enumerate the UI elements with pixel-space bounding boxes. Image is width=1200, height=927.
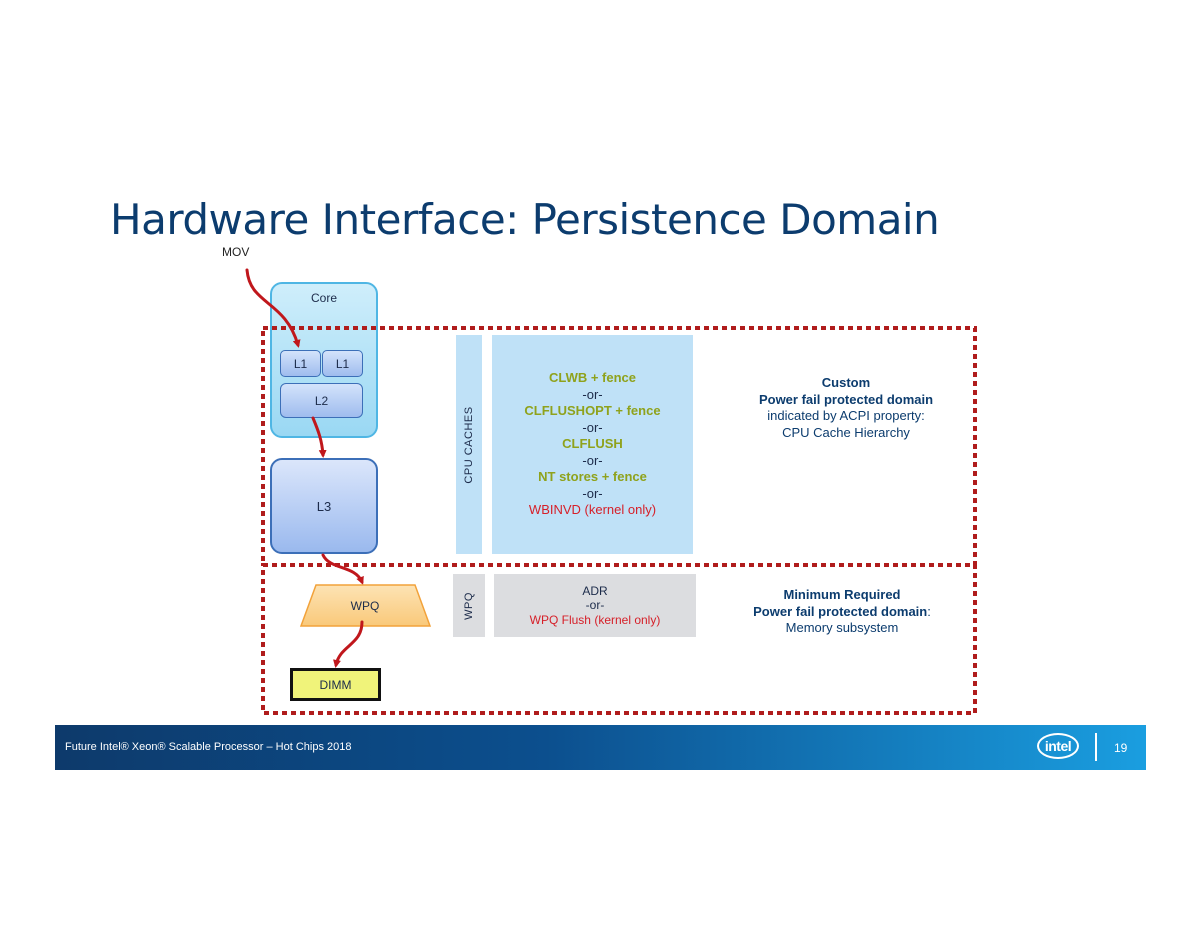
custom-domain-detail: indicated by ACPI property:	[767, 408, 925, 423]
method-adr: ADR	[582, 583, 608, 598]
page-title: Hardware Interface: Persistence Domain	[110, 195, 940, 244]
l3-cache-box: L3	[270, 458, 378, 554]
method-wpq-flush: WPQ Flush (kernel only)	[529, 612, 661, 627]
l1-cache-box-b: L1	[322, 350, 363, 377]
minimum-domain-colon: :	[927, 603, 931, 619]
minimum-domain-description: Minimum Required Power fail protected do…	[722, 587, 962, 637]
cpu-caches-label: CPU CACHES	[463, 405, 475, 484]
custom-domain-heading: Custom	[821, 375, 871, 390]
wpq-strip: WPQ	[453, 574, 485, 637]
custom-domain-detail: CPU Cache Hierarchy	[782, 424, 910, 440]
l2-cache-box: L2	[280, 383, 363, 418]
minimum-domain-subheading: Power fail protected domain	[753, 603, 928, 619]
wpq-box: WPQ	[299, 584, 432, 627]
wpq-trapezoid	[299, 584, 432, 627]
mov-label: MOV	[222, 245, 250, 259]
intel-logo: intel	[1037, 733, 1079, 759]
page-number: 19	[1114, 741, 1128, 755]
method-wbinvd: WBINVD (kernel only)	[528, 502, 657, 518]
method-or: -or-	[582, 386, 603, 402]
custom-domain-subheading: Power fail protected domain	[758, 391, 934, 407]
method-clflush: CLFLUSH	[562, 436, 623, 452]
minimum-domain-detail: Memory subsystem	[785, 620, 899, 635]
method-clflushopt: CLFLUSHOPT + fence	[524, 403, 661, 419]
footer-bar: Future Intel® Xeon® Scalable Processor –…	[55, 725, 1146, 770]
wpq-label: WPQ	[351, 599, 380, 613]
method-or: -or-	[582, 452, 603, 468]
minimum-domain-heading: Minimum Required	[783, 587, 901, 602]
wpq-strip-label: WPQ	[463, 591, 475, 620]
l1-cache-box-a: L1	[280, 350, 321, 377]
method-or: -or-	[582, 485, 603, 501]
footer-divider	[1095, 733, 1097, 761]
method-or: -or-	[582, 419, 603, 435]
custom-domain-description: Custom Power fail protected domain indic…	[726, 375, 966, 441]
core-label: Core	[310, 291, 337, 305]
footer-text: Future Intel® Xeon® Scalable Processor –…	[65, 741, 352, 753]
cpu-caches-strip: CPU CACHES	[456, 335, 482, 554]
method-or: -or-	[585, 598, 605, 613]
arrow-l3-to-wpq	[321, 553, 364, 585]
method-clwb: CLWB + fence	[548, 370, 637, 386]
method-nt-stores: NT stores + fence	[538, 469, 647, 485]
arrow-wpq-to-dimm	[333, 620, 364, 668]
cpu-cache-flush-methods: CLWB + fence -or- CLFLUSHOPT + fence -or…	[492, 335, 693, 554]
dimm-box: DIMM	[290, 668, 381, 701]
wpq-flush-methods: ADR -or- WPQ Flush (kernel only)	[494, 574, 696, 637]
